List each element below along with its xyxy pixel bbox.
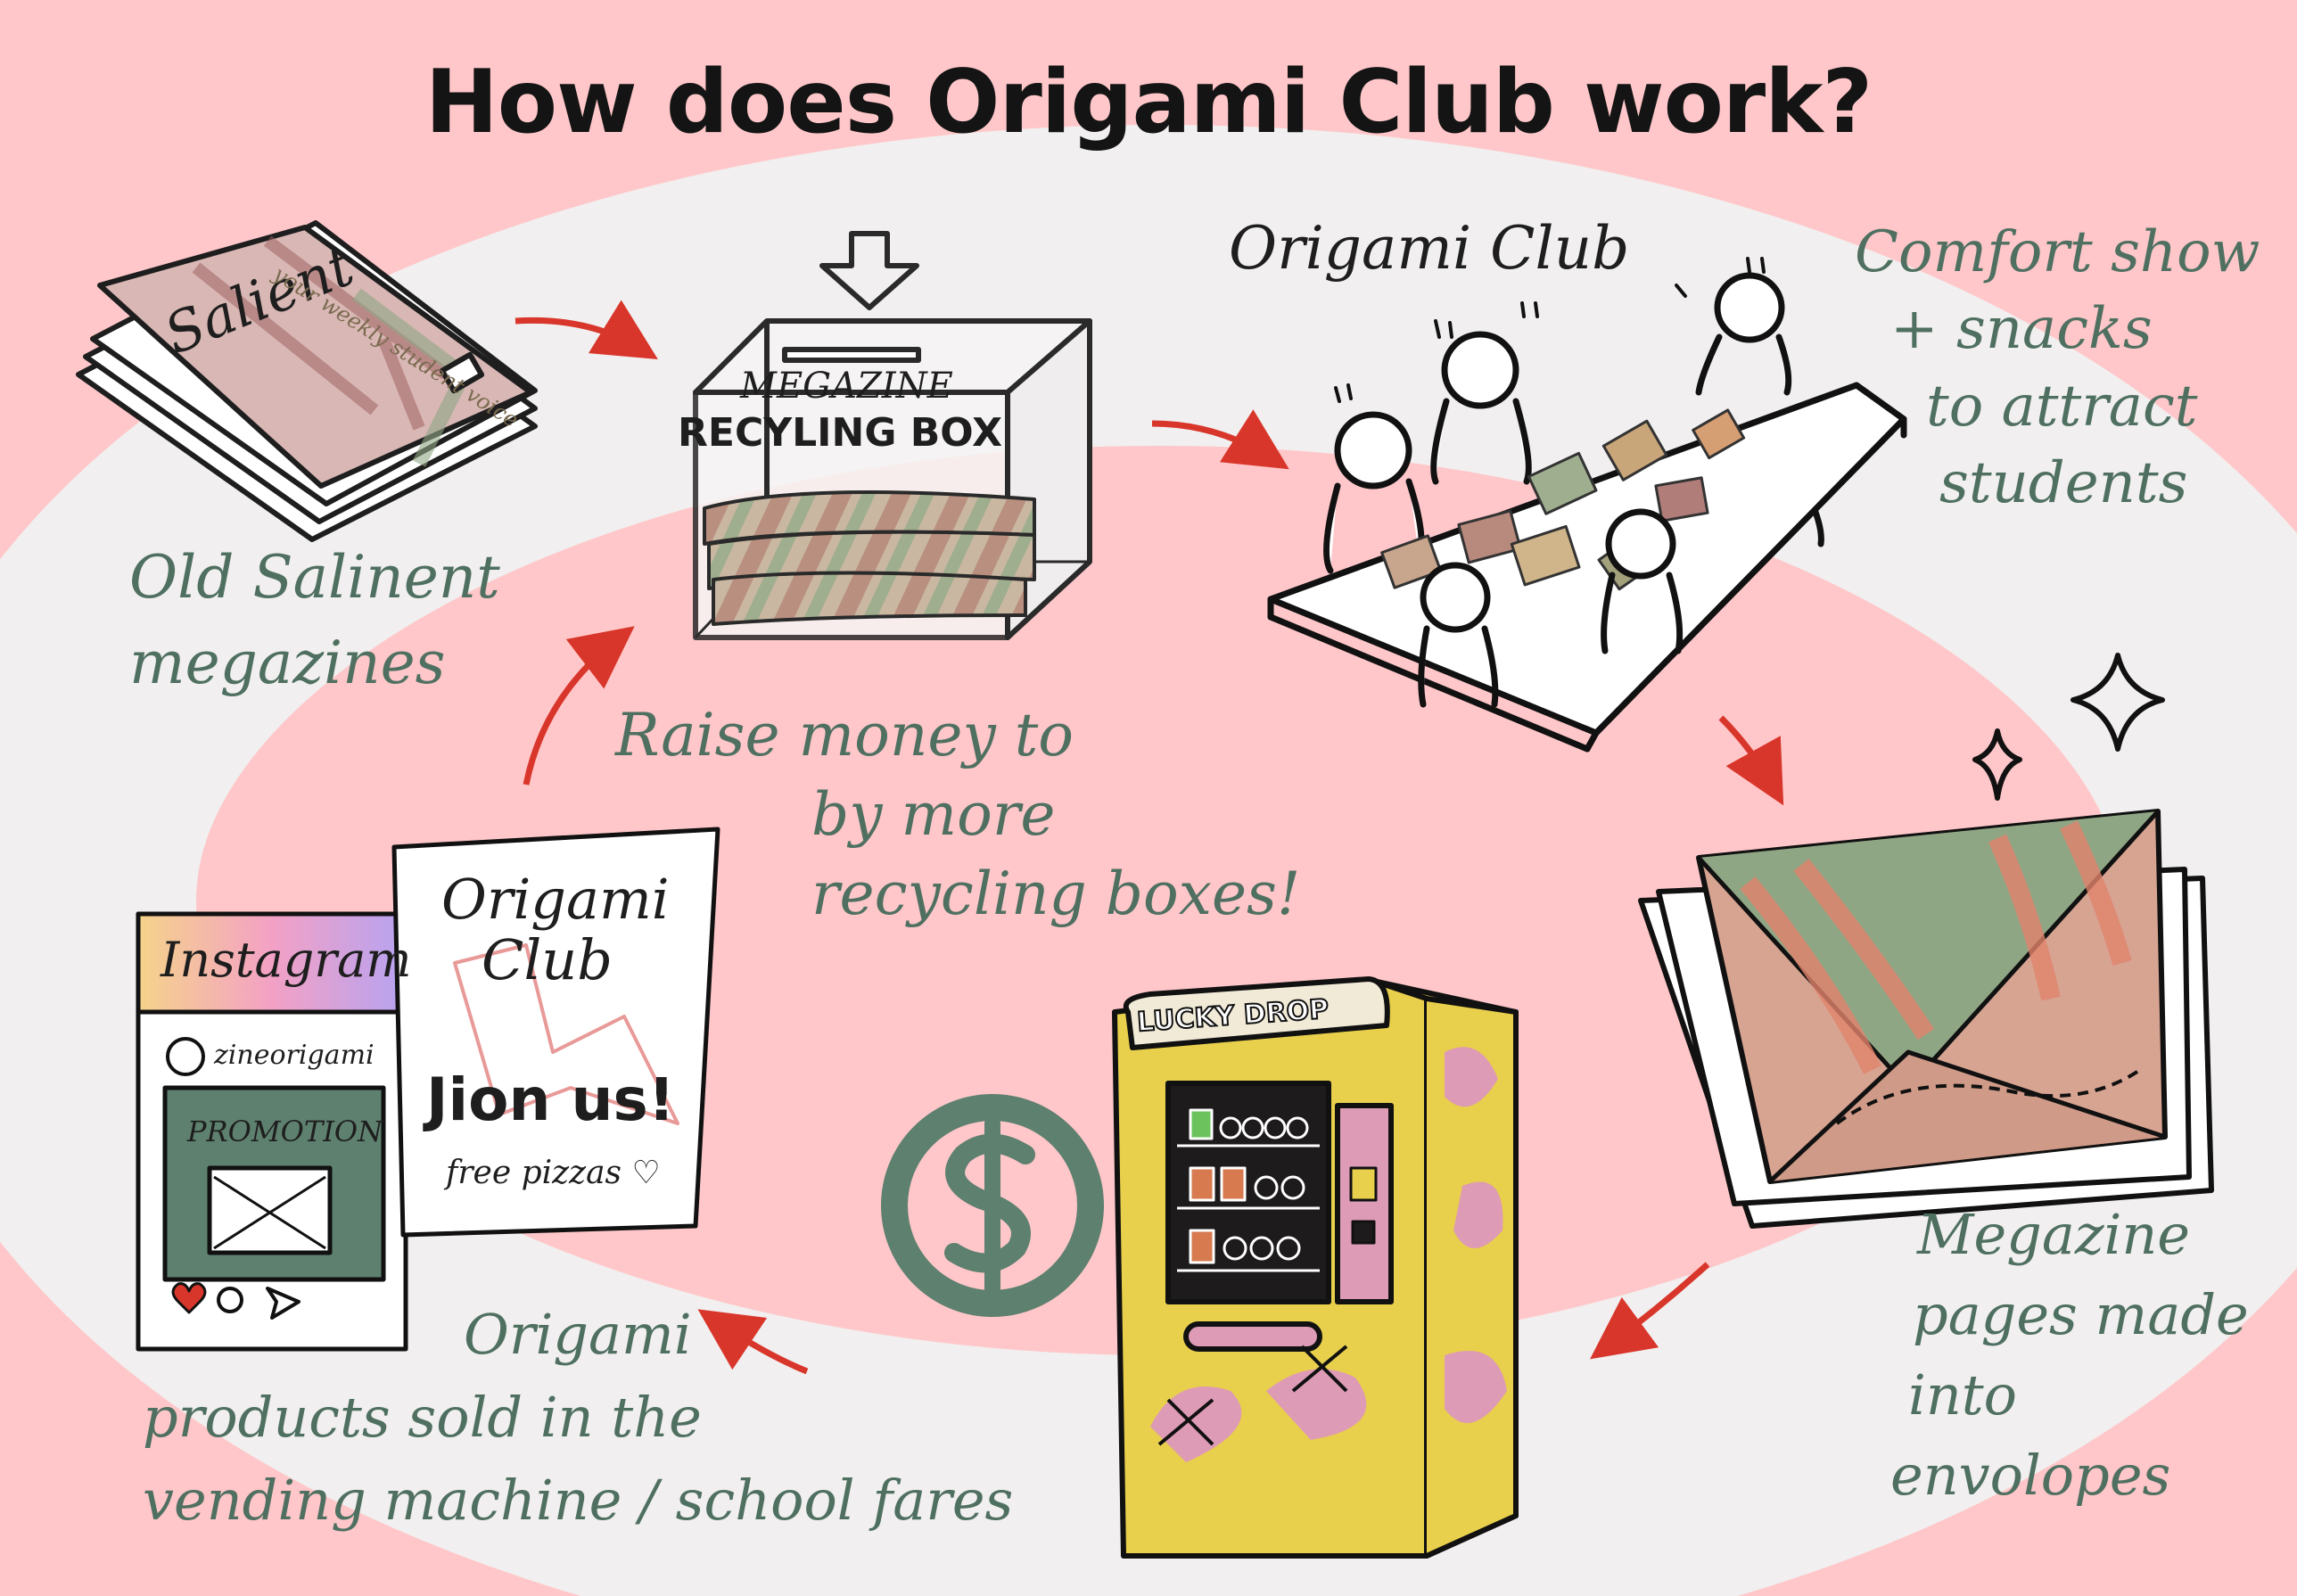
- box-label-line1: MEGAZINE: [740, 366, 953, 407]
- envelope-stack: [1638, 809, 2214, 1229]
- scissors-icon: [1291, 1345, 1348, 1393]
- down-arrow-outline-icon: [819, 231, 919, 310]
- fundraise-arrow: [523, 626, 635, 786]
- comment-icon: [217, 1287, 243, 1313]
- recycling-box: [693, 231, 1092, 640]
- scissors-icon: [1157, 1398, 1214, 1446]
- magazine-caption: Old Salinent megazines: [129, 543, 500, 697]
- vending-machine: [1112, 976, 1519, 1559]
- page-title: How does Origami Club work?: [424, 52, 1873, 153]
- instagram-label: Instagram: [161, 932, 412, 988]
- sales-arrow: [697, 1309, 809, 1375]
- profile-avatar-icon: [166, 1037, 205, 1076]
- club-poster: [391, 827, 720, 1238]
- envelope-caption: Megazine pages made into envolopes: [1890, 1202, 2249, 1508]
- poster-title: Origami Club: [441, 867, 670, 993]
- account-handle: zineorigami: [214, 1040, 375, 1071]
- sparkle-icons: [1972, 653, 2165, 801]
- magazine-arrow: [515, 300, 658, 360]
- club-heading: Origami Club: [1229, 214, 1630, 283]
- fundraise-note: Raise money to by more recycling boxes!: [615, 701, 1301, 929]
- sparkle-icon: [1972, 728, 2022, 801]
- heart-icon: [171, 1282, 207, 1314]
- club-side-note: Comfort show + snacks to attract student…: [1855, 219, 2260, 517]
- poster-perk: free pizzas ♡: [446, 1155, 661, 1191]
- sales-note: Origami products sold in the vending mac…: [143, 1302, 1014, 1533]
- origami-crane-icon: [453, 943, 679, 1125]
- box-label-line2: RECYLING BOX: [678, 410, 1003, 456]
- envelope-to-vending-arrow: [1590, 1262, 1710, 1360]
- sparkle-icon: [2071, 653, 2165, 752]
- promo-label: PROMOTION: [187, 1115, 383, 1148]
- club-to-envelope-arrow: [1718, 715, 1784, 806]
- chatter-marks: [1334, 257, 1766, 403]
- poster-callout: Jion us!: [426, 1065, 675, 1134]
- magazine-stack: [76, 220, 538, 542]
- dollar-icon: [881, 1094, 1104, 1317]
- box-to-club-arrow: [1151, 409, 1289, 470]
- vending-products: [1177, 1108, 1320, 1272]
- club-meeting: [1267, 257, 1907, 753]
- send-icon: [266, 1287, 301, 1320]
- instagram-card: [136, 911, 408, 1352]
- club-member-figures-front: [1418, 508, 1684, 708]
